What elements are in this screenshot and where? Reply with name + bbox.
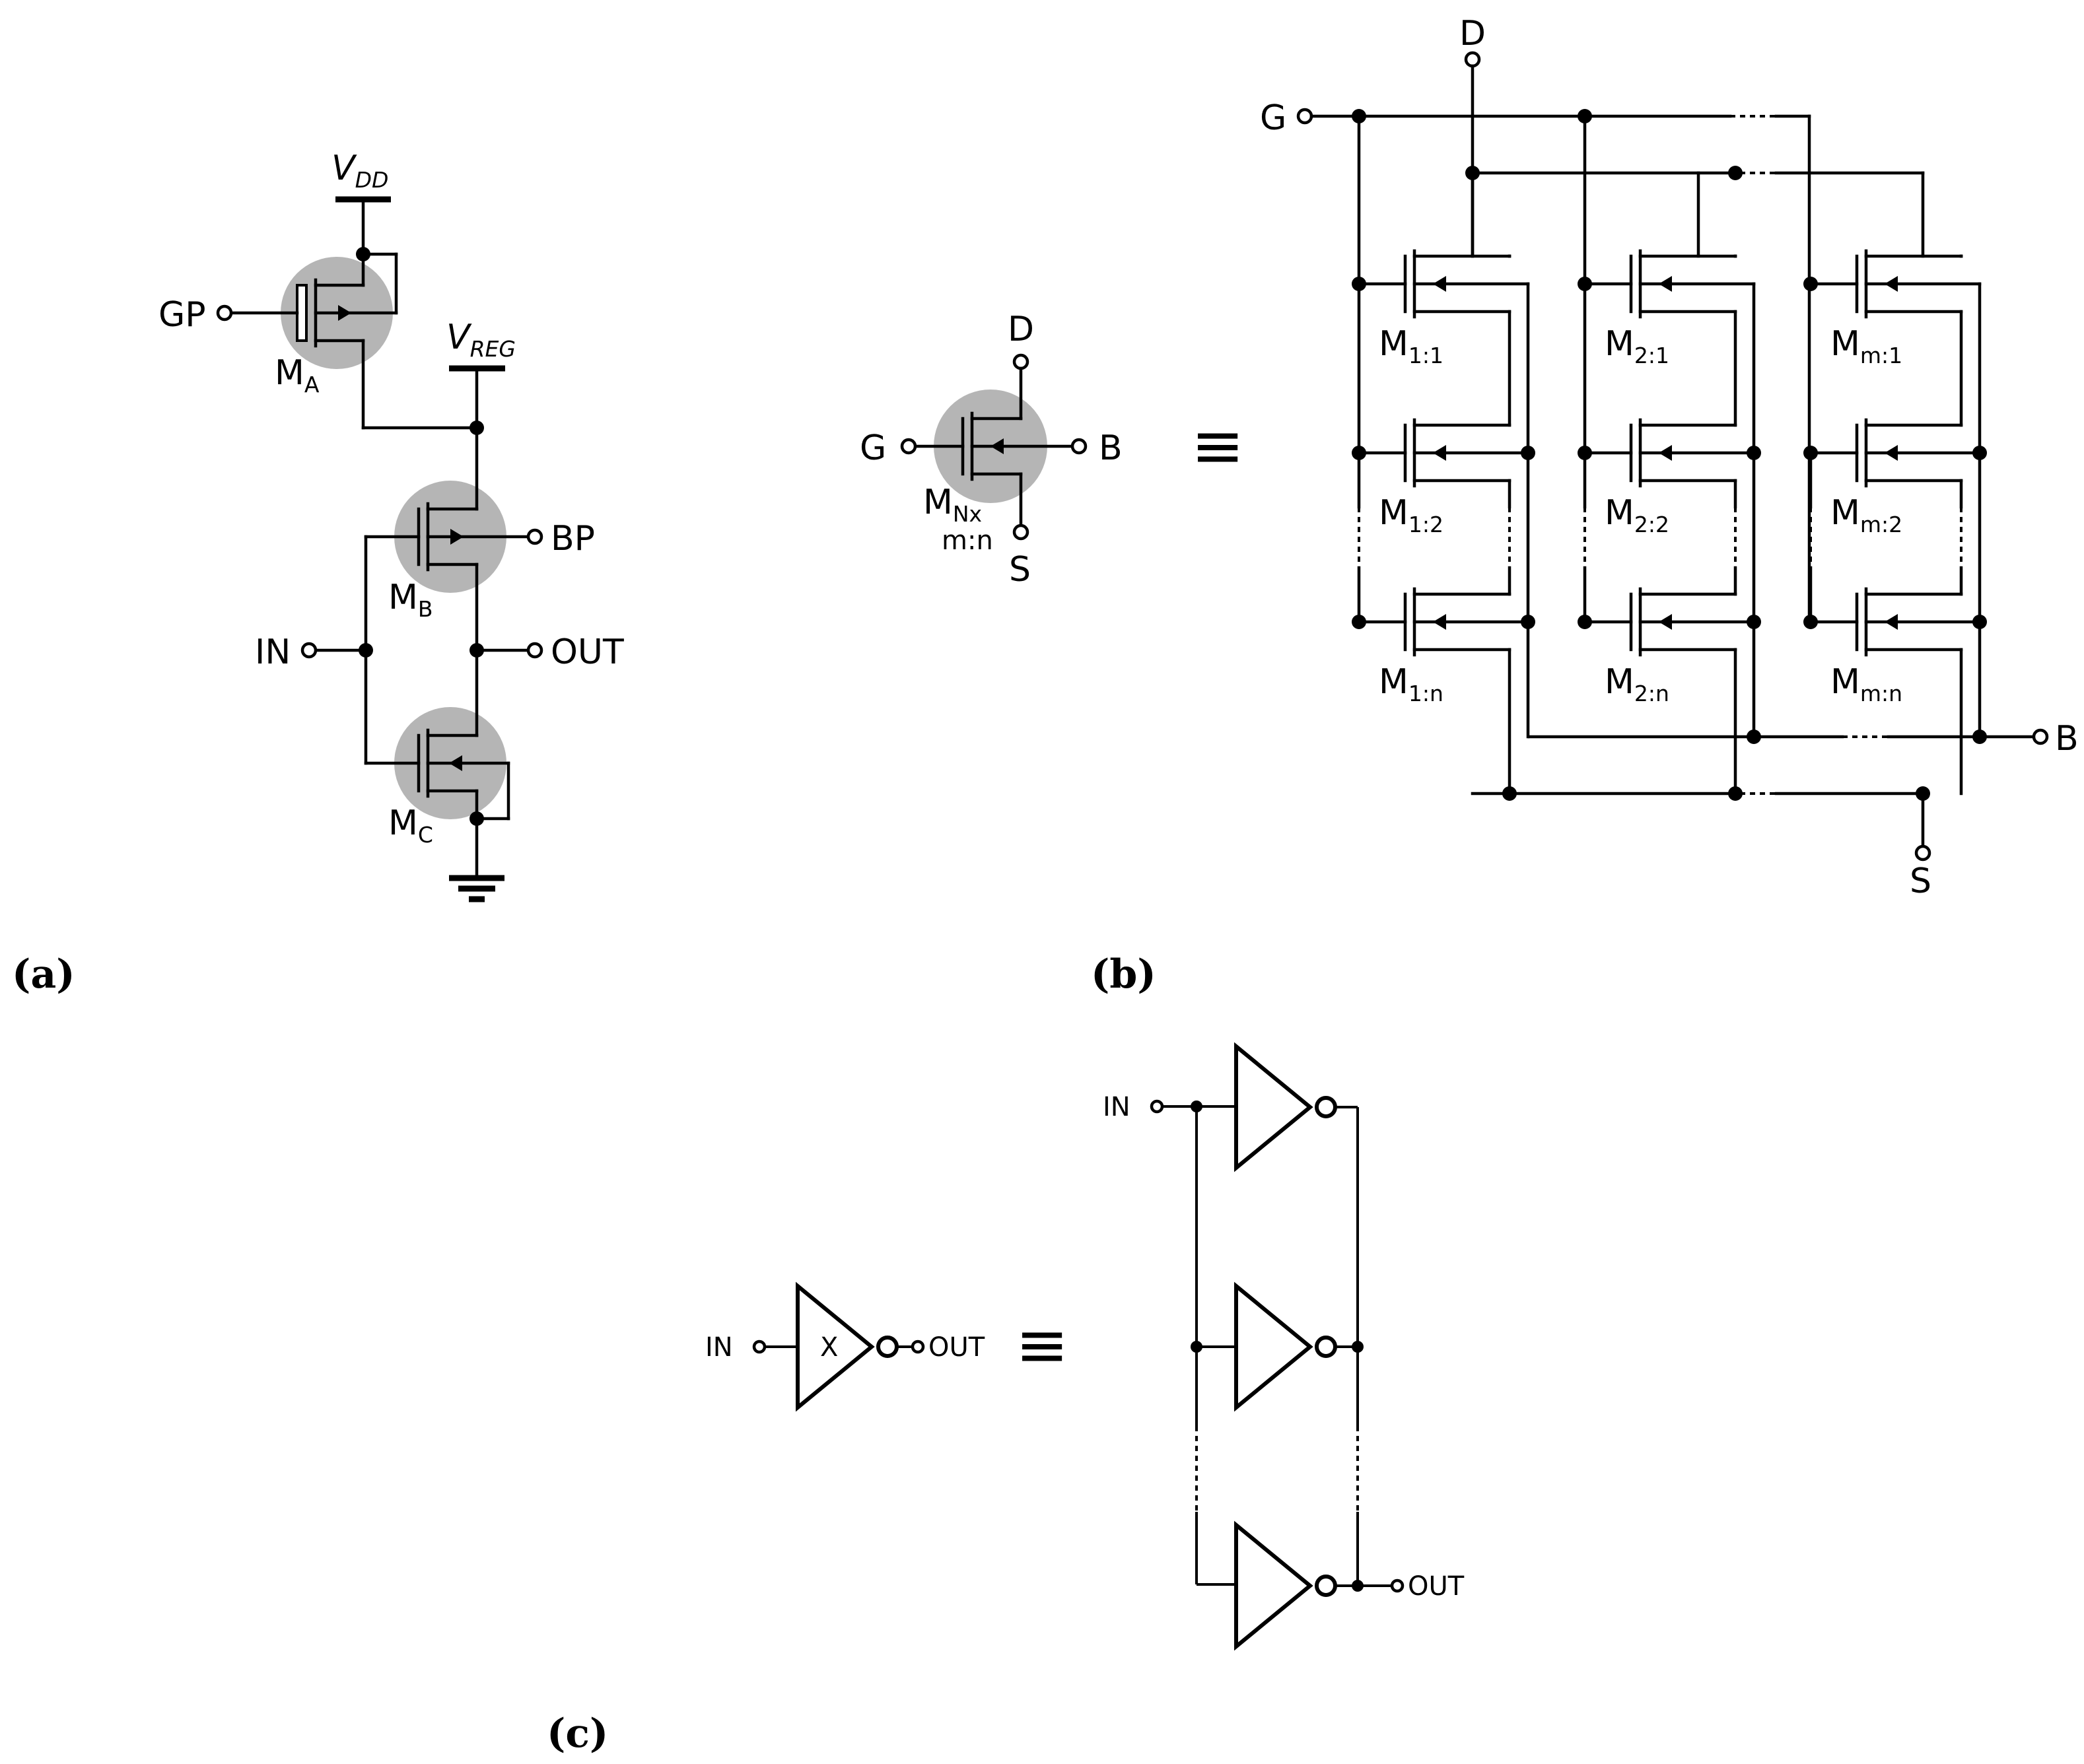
s-node [1916,786,1930,801]
inverter-1 [1234,1042,1313,1172]
arr-g-label: G [1260,98,1286,138]
array-transistor-m-1: Mm:1 [1803,249,1982,368]
panel-b-symbol: D S G B MNx m:n ≡ (b) [860,310,1244,998]
sym-b-label: B [1099,428,1123,468]
panel-a: VDD GP MA VREG [12,149,624,998]
sym-d-label: D [1008,310,1034,349]
bp-label: BP [551,519,595,559]
array-transistor-m-2: Mm:2 [1803,418,1982,537]
arr-g-terminal [1296,108,1313,125]
panel-c: IN X OUT ≡ IN OUT (c) [547,1042,1465,1757]
vreg-label: VREG [446,318,516,362]
mnx-mn-label: m:n [942,526,993,556]
array-transistor-label: Mm:2 [1830,493,1902,537]
bp-terminal [526,528,543,545]
gp-terminal [216,304,233,322]
array-transistor-1-1: M1:1 [1352,249,1530,368]
ground-icon [449,875,504,902]
caption-a: (a) [12,951,75,998]
transistor-mc [417,728,510,798]
arr-b-terminal [2032,728,2049,745]
mb-label: MB [388,578,433,622]
c-arr-in-terminal [1150,1099,1164,1114]
array-transistor-m-n: Mm:n [1803,587,1982,706]
out-terminal [526,642,543,659]
array-transistor-label: Mm:n [1830,662,1902,706]
in-label: IN [255,632,291,672]
sym-g-terminal [900,438,917,455]
mc-label: MC [388,803,433,848]
sym-s-terminal [1012,524,1029,541]
array-transistor-label: M2:2 [1605,493,1669,537]
in-terminal [300,642,318,659]
sym-d-terminal [1012,353,1029,370]
array-transistor-2-n: M2:n [1578,587,1756,706]
inverter-n [1234,1520,1313,1651]
array-transistor-label: M1:n [1379,662,1443,706]
mnx-label: MNx [923,483,982,527]
array-transistor-label: Mm:1 [1830,324,1902,368]
panel-b-array: G D B S M1:1M1:2M1:n M2:1M2:2M2:n Mm:1Mm:2… [1260,14,2079,901]
gnd-node [469,811,484,826]
c-in-terminal [752,1340,767,1354]
array-transistor-1-2: M1:2 [1352,418,1530,537]
array-transistor-2-2: M2:2 [1578,418,1756,537]
c-in-label: IN [705,1332,733,1363]
caption-b: (b) [1091,951,1156,998]
array-transistor-2-1: M2:1 [1578,249,1756,368]
array-transistor-label: M2:1 [1605,324,1669,368]
c-arr-in-label: IN [1103,1092,1130,1122]
arr-d-label: D [1459,14,1486,53]
c-out-terminal [911,1340,925,1354]
arr-s-terminal [1914,844,1931,862]
caption-c: (c) [547,1711,608,1757]
arr-s-label: S [1910,862,1931,901]
c-x-label: X [820,1332,838,1363]
array-transistor-label: M1:2 [1379,493,1443,537]
sym-b-terminal [1070,438,1088,455]
gp-label: GP [158,295,206,335]
vdd-label: VDD [331,149,388,193]
sym-s-label: S [1009,550,1031,590]
sym-g-label: G [860,428,886,468]
ma-label: MA [275,353,320,397]
inverter-x [796,1281,875,1412]
array-transistor-label: M1:1 [1379,324,1443,368]
arr-b-label: B [2055,719,2079,759]
out-label: OUT [551,632,624,672]
equiv-b: ≡ [1191,409,1244,483]
equiv-c: ≡ [1016,1308,1068,1382]
arr-d-terminal [1464,51,1481,68]
c-out-label: OUT [928,1332,985,1363]
array-transistor-label: M2:n [1605,662,1669,706]
c-arr-out-terminal [1390,1578,1405,1593]
array-transistor-1-n: M1:n [1352,587,1530,706]
c-arr-out-label: OUT [1408,1571,1465,1602]
inverter-2 [1234,1281,1313,1412]
